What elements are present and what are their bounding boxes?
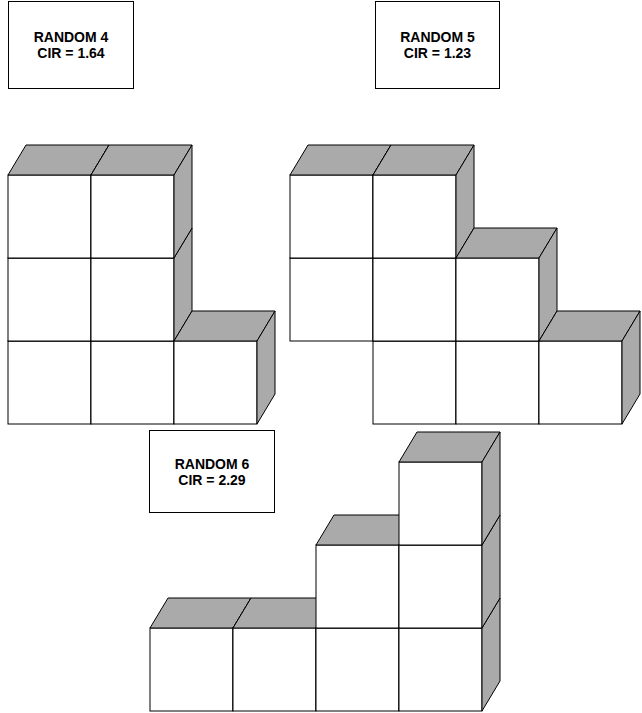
cube: [373, 145, 474, 258]
cube: [174, 311, 275, 424]
series-name: RANDOM 4: [34, 29, 109, 45]
cube: [539, 311, 640, 424]
label-box: RANDOM 6CIR = 2.29: [149, 430, 275, 513]
stack-random-4: [8, 145, 275, 424]
cir-value: CIR = 1.23: [404, 45, 471, 61]
label-box: RANDOM 5CIR = 1.23: [375, 1, 500, 89]
cir-value: CIR = 2.29: [178, 472, 245, 488]
cube: [399, 432, 500, 545]
label-box: RANDOM 4CIR = 1.64: [8, 1, 134, 89]
stack-random-5: [290, 145, 640, 424]
series-name: RANDOM 6: [175, 456, 250, 472]
series-name: RANDOM 5: [400, 29, 475, 45]
cube: [456, 228, 557, 341]
stack-random-6: [150, 432, 500, 711]
cir-value: CIR = 1.64: [37, 45, 104, 61]
cube: [91, 145, 192, 258]
